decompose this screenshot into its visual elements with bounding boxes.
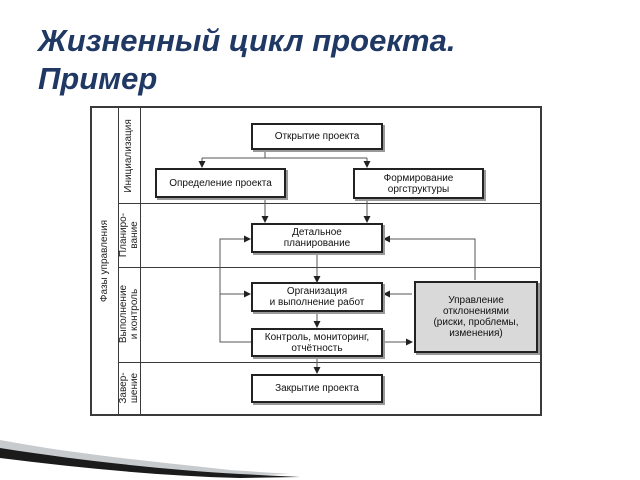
- box-deviation-management: Управление отклонениями (риски, проблемы…: [414, 281, 538, 353]
- lane-label-planning: Планиро- вание: [118, 203, 141, 267]
- box-org-structure: Формирование оргструктуры: [353, 168, 484, 199]
- connector-arrows: [198, 151, 476, 374]
- lane-label-initiation: Инициализация: [118, 108, 141, 203]
- lane-divider: [118, 203, 540, 204]
- slide-title: Жизненный цикл проекта. Пример: [38, 22, 455, 98]
- lane-label-closing: Завер- шение: [118, 362, 141, 414]
- decorative-swoosh: [0, 440, 300, 478]
- box-project-closing: Закрытие проекта: [251, 374, 383, 403]
- box-project-definition: Определение проекта: [155, 168, 286, 198]
- title-line-1: Жизненный цикл проекта.: [38, 23, 456, 58]
- box-organization-execution: Организация и выполнение работ: [251, 282, 383, 312]
- box-detailed-planning: Детальное планирование: [251, 223, 383, 253]
- box-control-monitoring: Контроль, мониторинг, отчётность: [251, 328, 383, 357]
- lane-divider: [118, 267, 540, 268]
- box-project-opening: Открытие проекта: [251, 123, 383, 150]
- phases-column: Фазы управления: [92, 108, 119, 414]
- lifecycle-diagram: Фазы управления Инициализация Планиро- в…: [90, 106, 542, 416]
- title-line-2: Пример: [38, 61, 158, 96]
- lane-divider: [118, 362, 540, 363]
- lane-label-execution: Выполнение и контроль: [118, 267, 141, 362]
